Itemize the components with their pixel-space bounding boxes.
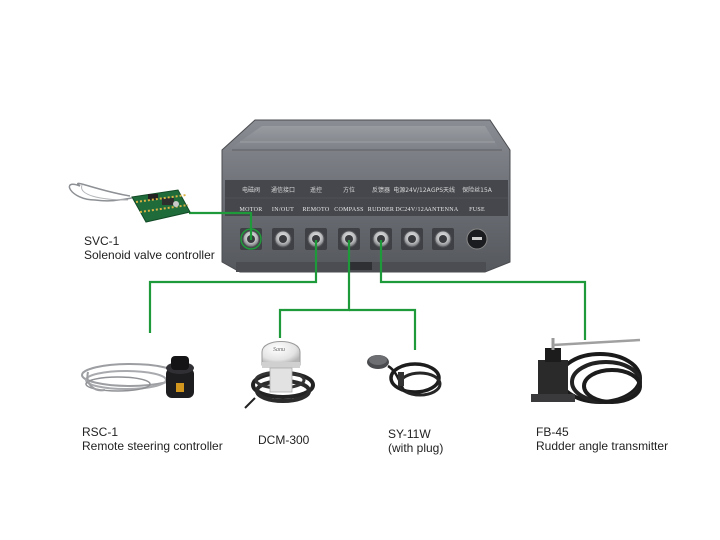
dcm-brand-text: Sanu xyxy=(273,347,285,353)
port-label-cn: 通信接口 xyxy=(271,186,295,194)
wiring xyxy=(148,211,587,350)
svc-1-label: SVC-1 Solenoid valve controller xyxy=(84,234,215,262)
sy-11w-note: (with plug) xyxy=(388,441,444,455)
rsc-1-model: RSC-1 xyxy=(82,425,119,439)
svc-1-board-image xyxy=(68,182,191,223)
rsc-1-label: RSC-1 Remote steering controller xyxy=(82,425,223,453)
port-label-en: FUSE xyxy=(469,207,485,213)
port-connector xyxy=(432,228,454,250)
port-label-en: RUDDER xyxy=(368,207,394,213)
fb-45-name: Rudder angle transmitter xyxy=(536,439,669,453)
svc-1-name: Solenoid valve controller xyxy=(84,248,215,262)
port-label-cn: 方位 xyxy=(343,186,355,194)
wire-fb xyxy=(379,240,587,340)
port-label-cn: GPS天线 xyxy=(431,186,455,194)
wire-svc xyxy=(189,211,253,240)
dcm-300-model: DCM-300 xyxy=(258,433,310,447)
rsc-1-name: Remote steering controller xyxy=(82,439,223,453)
port-label-cn: 保险丝15A xyxy=(462,186,493,194)
port-label-cn: 电源24V/12A xyxy=(393,186,431,194)
fb-45-image xyxy=(531,338,642,404)
svc-1-model: SVC-1 xyxy=(84,234,120,248)
dcm-300-label: DCM-300 xyxy=(258,433,309,447)
port-connector xyxy=(272,228,294,250)
sy-11w-label: SY-11W (with plug) xyxy=(388,427,443,455)
wire-compass xyxy=(278,240,351,338)
port-label-cn: 遥控 xyxy=(310,186,322,194)
port-label-cn: 反馈器 xyxy=(372,186,390,194)
sy-11w-image xyxy=(367,355,442,397)
port-label-en: DC24V/12A xyxy=(395,207,429,213)
rsc-1-image xyxy=(81,356,194,398)
wire-compass-sy xyxy=(349,308,417,350)
port-label-en: IN/OUT xyxy=(272,207,294,213)
port-connector xyxy=(401,228,423,250)
port-label-cn: 电磁阀 xyxy=(242,186,260,194)
control-box xyxy=(221,119,511,273)
port-connector xyxy=(466,228,488,250)
port-label-en: COMPASS xyxy=(334,207,364,213)
fb-45-model: FB-45 xyxy=(536,425,569,439)
dcm-300-image: Sanu xyxy=(244,341,315,409)
port-labels: 电磁阀 MOTOR 通信接口 IN/OUT 遥控 REMOTO 方位 COMPASS 反馈器 RU… xyxy=(239,186,492,213)
port-connector xyxy=(370,228,392,250)
port-label-en: MOTOR xyxy=(239,207,262,213)
wire-rsc xyxy=(148,240,318,333)
port-label-en: REMOTO xyxy=(302,207,329,213)
sy-11w-model: SY-11W xyxy=(388,427,431,441)
port-connector xyxy=(338,228,360,250)
fb-45-label: FB-45 Rudder angle transmitter xyxy=(536,425,668,453)
port-label-en: ANTENNA xyxy=(427,207,458,213)
